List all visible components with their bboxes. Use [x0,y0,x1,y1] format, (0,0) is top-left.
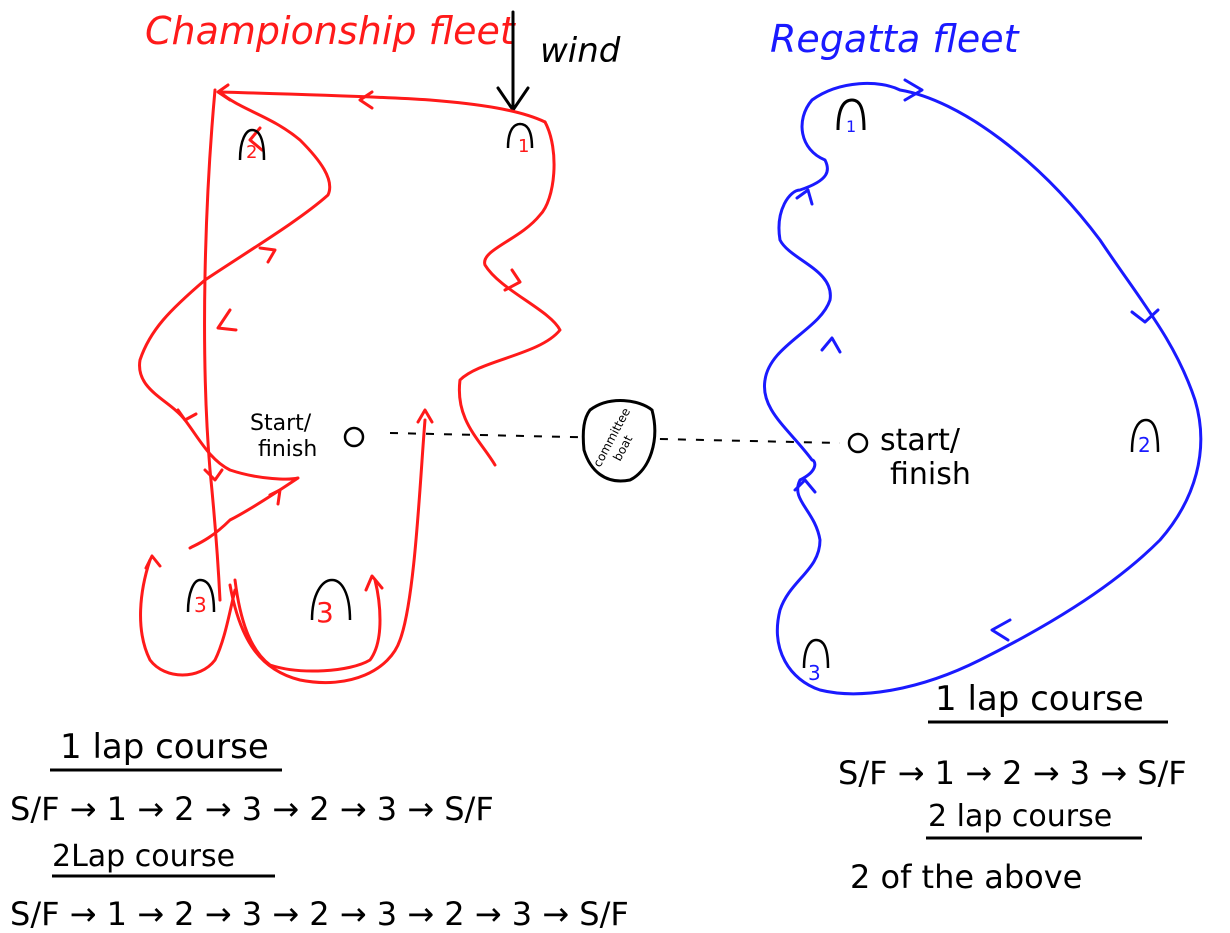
regatta-start-label-2: finish [890,457,971,492]
regatta-one-lap-route: S/F → 1 → 2 → 3 → S/F [838,754,1187,792]
championship-mark-3a: 3 [186,578,216,617]
championship-mark-2: 2 [238,128,266,163]
regatta-title: Regatta fleet [770,17,1021,61]
championship-start-label-1: Start/ [250,411,312,436]
svg-text:3: 3 [316,596,334,629]
wind-label: wind [540,31,621,71]
regatta-mark-2: 2 [1130,418,1160,457]
championship-one-lap-heading: 1 lap course [60,727,269,767]
regatta-two-lap-route: 2 of the above [850,858,1082,896]
championship-title: Championship fleet [145,9,517,53]
championship-one-lap-route: S/F → 1 → 2 → 3 → 2 → 3 → S/F [10,790,494,828]
svg-text:1: 1 [518,136,529,157]
regatta-start-label-1: start/ [880,423,961,458]
svg-text:2: 2 [1138,433,1151,457]
championship-two-lap-route: S/F → 1 → 2 → 3 → 2 → 3 → 2 → 3 → S/F [10,895,629,933]
championship-mark-1: 1 [506,122,534,157]
regatta-course-path [762,78,1203,696]
committee-boat-icon: committee boat [581,399,657,483]
regatta-one-lap-heading: 1 lap course [935,679,1144,719]
svg-text:3: 3 [194,593,207,617]
regatta-start-pin [847,432,869,454]
svg-text:1: 1 [846,117,856,136]
regatta-mark-3: 3 [802,638,830,685]
svg-text:3: 3 [808,661,821,685]
championship-two-lap-heading: 2Lap course [52,839,235,874]
regatta-two-lap-heading: 2 lap course [928,799,1112,834]
svg-text:2: 2 [246,142,257,163]
championship-start-label-2: finish [258,437,317,462]
start-line [389,432,841,444]
regatta-mark-1: 1 [836,98,866,136]
championship-start-pin [343,426,365,448]
championship-mark-3b: 3 [310,578,352,629]
